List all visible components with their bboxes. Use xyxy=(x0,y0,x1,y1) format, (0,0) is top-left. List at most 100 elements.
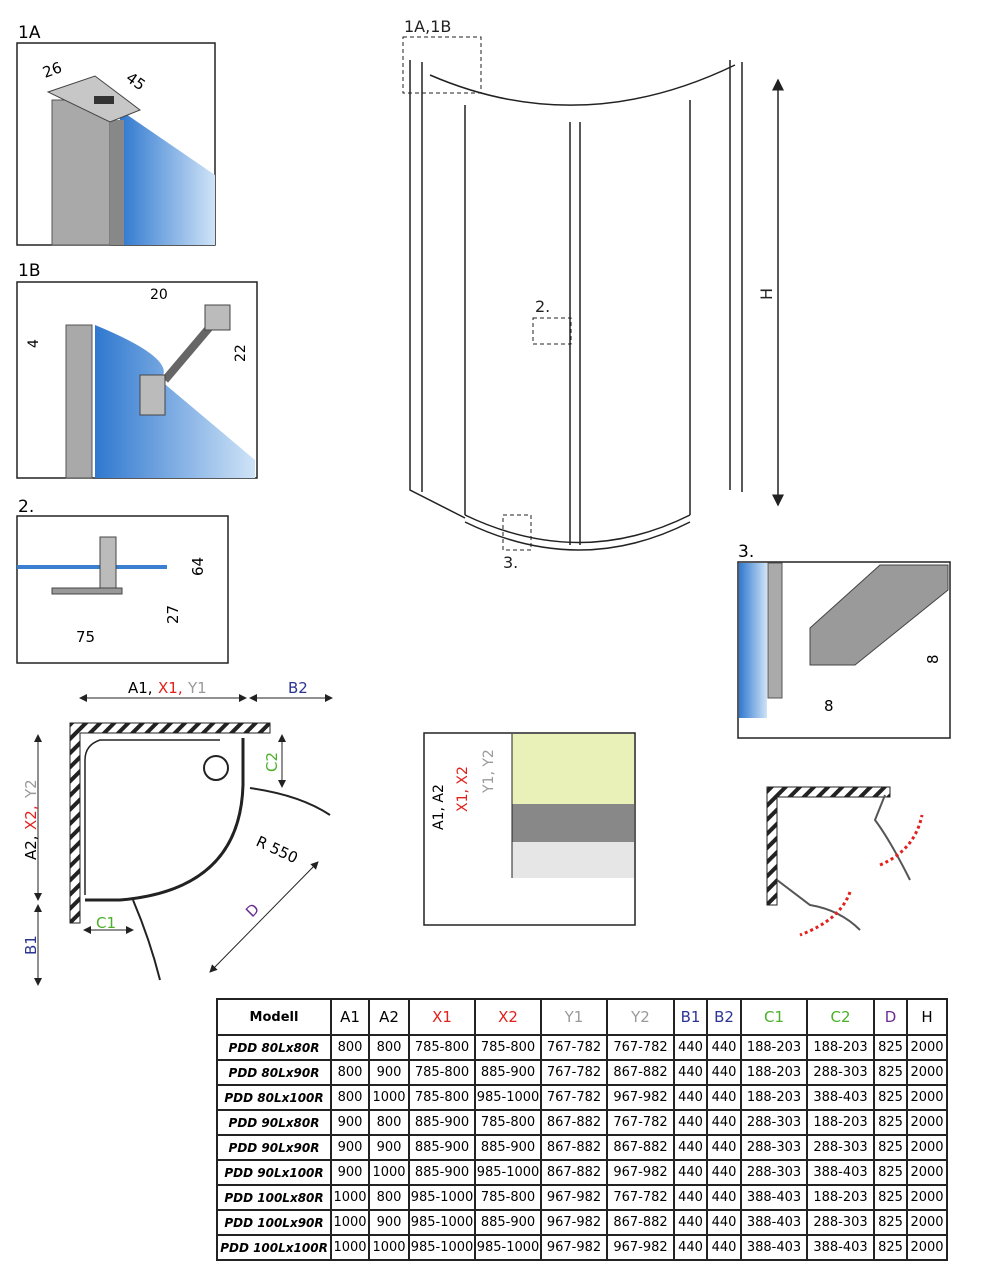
label-x2: X2, xyxy=(22,805,40,830)
dimension-cell: 767-782 xyxy=(606,1184,675,1211)
dimension-cell: 388-403 xyxy=(740,1209,808,1236)
header-x1: X1 xyxy=(408,998,476,1036)
header-modell: Modell xyxy=(216,998,332,1036)
dimension-cell: 288-303 xyxy=(740,1109,808,1136)
dimension-cell: 825 xyxy=(873,1084,908,1111)
dimension-cell: 440 xyxy=(673,1059,708,1086)
dimension-cell: 885-900 xyxy=(408,1134,476,1161)
dimension-cell: 440 xyxy=(706,1134,742,1161)
dimension-cell: 1000 xyxy=(330,1209,370,1236)
dimension-cell: 2000 xyxy=(906,1184,948,1211)
dim-64: 64 xyxy=(189,557,207,576)
dimension-cell: 800 xyxy=(368,1184,410,1211)
dimension-cell: 2000 xyxy=(906,1134,948,1161)
dimension-cell: 967-982 xyxy=(540,1209,608,1236)
dim-26: 26 xyxy=(40,58,64,81)
dimension-cell: 767-782 xyxy=(540,1059,608,1086)
dimension-cell: 825 xyxy=(873,1059,908,1086)
label-y2: Y2 xyxy=(22,779,40,799)
dimension-cell: 900 xyxy=(330,1159,370,1186)
dimension-cell: 2000 xyxy=(906,1109,948,1136)
label-y1: Y1 xyxy=(187,679,207,697)
table-header-row: Modell A1 A2 X1 X2 Y1 Y2 B1 B2 C1 C2 D H xyxy=(216,998,948,1036)
header-y2: Y2 xyxy=(606,998,675,1036)
dimension-cell: 440 xyxy=(706,1084,742,1111)
header-a1: A1 xyxy=(330,998,370,1036)
label-b1: B1 xyxy=(22,935,40,955)
label-a1-a2: A1, A2 xyxy=(431,784,447,830)
dimension-cell: 440 xyxy=(706,1209,742,1236)
dimension-cell: 440 xyxy=(706,1109,742,1136)
dimension-cell: 440 xyxy=(706,1234,742,1261)
dimension-cell: 440 xyxy=(706,1159,742,1186)
dimension-cell: 967-982 xyxy=(540,1184,608,1211)
dimension-cell: 388-403 xyxy=(740,1184,808,1211)
model-name-cell: PDD 80Lx90R xyxy=(216,1059,332,1086)
detail-3-label: 3. xyxy=(738,542,754,562)
model-name-cell: PDD 80Lx100R xyxy=(216,1084,332,1111)
dimension-cell: 867-882 xyxy=(540,1159,608,1186)
dimension-cell: 288-303 xyxy=(806,1209,875,1236)
header-d: D xyxy=(873,998,908,1036)
dimension-cell: 785-800 xyxy=(408,1034,476,1061)
dimension-cell: 440 xyxy=(673,1234,708,1261)
dimension-cell: 985-1000 xyxy=(408,1184,476,1211)
dimension-cell: 2000 xyxy=(906,1034,948,1061)
dimension-cell: 825 xyxy=(873,1109,908,1136)
dimension-cell: 825 xyxy=(873,1034,908,1061)
dimension-cell: 867-882 xyxy=(606,1209,675,1236)
dimension-cell: 900 xyxy=(368,1059,410,1086)
detail-1b-label: 1B xyxy=(18,261,40,281)
dimension-cell: 288-303 xyxy=(740,1134,808,1161)
dimension-cell: 2000 xyxy=(906,1209,948,1236)
header-a2: A2 xyxy=(368,998,410,1036)
dimension-cell: 188-203 xyxy=(740,1084,808,1111)
dimension-cell: 440 xyxy=(673,1084,708,1111)
dimension-cell: 900 xyxy=(368,1209,410,1236)
dimension-cell: 885-900 xyxy=(474,1134,542,1161)
dimension-cell: 440 xyxy=(673,1184,708,1211)
label-d: D xyxy=(242,900,263,921)
dimension-cell: 867-882 xyxy=(540,1134,608,1161)
detail-2: 2. 64 27 75 xyxy=(16,497,229,664)
dimension-cell: 800 xyxy=(368,1109,410,1136)
door-swing-diagram xyxy=(766,786,924,937)
dimension-cell: 388-403 xyxy=(806,1159,875,1186)
label-c1: C1 xyxy=(96,914,116,932)
dimension-cell: 1000 xyxy=(368,1084,410,1111)
dimension-cell: 2000 xyxy=(906,1059,948,1086)
dimension-cell: 825 xyxy=(873,1234,908,1261)
section-view: A1, A2 X1, X2 Y1, Y2 xyxy=(423,732,636,926)
dimension-cell: 440 xyxy=(706,1034,742,1061)
detail-3: 3. 8 8 xyxy=(737,542,951,739)
label-a2: A2, xyxy=(22,835,40,860)
dimension-cell: 440 xyxy=(673,1209,708,1236)
dimension-cell: 767-782 xyxy=(606,1034,675,1061)
dimension-cell: 785-800 xyxy=(408,1059,476,1086)
dimension-cell: 967-982 xyxy=(606,1084,675,1111)
plan-view: A1, X1, Y1 B2 A2, X2, Y2 B1 C1 C2 R 550 … xyxy=(22,679,333,986)
dimension-cell: 1000 xyxy=(368,1234,410,1261)
label-b2: B2 xyxy=(288,679,308,697)
dimension-cell: 188-203 xyxy=(806,1034,875,1061)
model-name-cell: PDD 100Lx80R xyxy=(216,1184,332,1211)
dim-27: 27 xyxy=(164,605,182,624)
dimension-cell: 825 xyxy=(873,1159,908,1186)
label-x1-x2: X1, X2 xyxy=(455,766,471,812)
callout-2: 2. xyxy=(535,297,550,316)
dim-8-vertical: 8 xyxy=(924,654,942,664)
dimension-cell: 800 xyxy=(330,1059,370,1086)
dimension-cell: 825 xyxy=(873,1134,908,1161)
dimension-cell: 440 xyxy=(673,1159,708,1186)
dimension-cell: 440 xyxy=(706,1184,742,1211)
dimension-cell: 785-800 xyxy=(474,1184,542,1211)
dimension-cell: 2000 xyxy=(906,1084,948,1111)
dimension-cell: 440 xyxy=(673,1034,708,1061)
dimension-cell: 800 xyxy=(368,1034,410,1061)
